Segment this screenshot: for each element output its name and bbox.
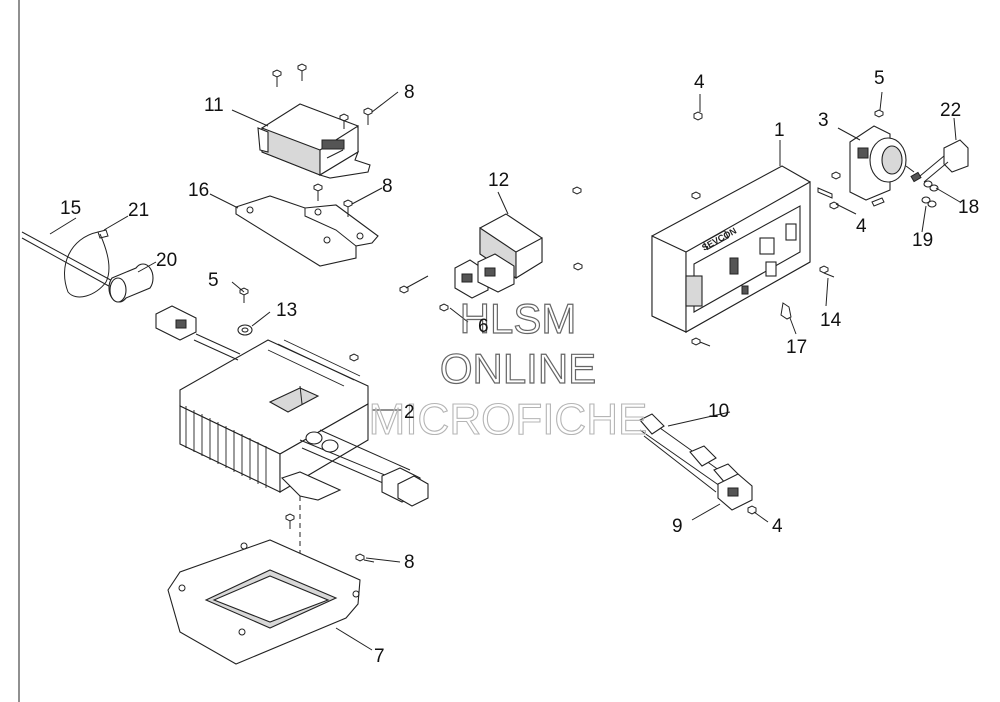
- callout-2: 2: [404, 402, 415, 423]
- callout-18: 18: [958, 197, 979, 218]
- part-20-ferrite: [108, 263, 154, 303]
- callout-4b: 4: [856, 216, 867, 237]
- charger-input-cable: [155, 305, 241, 361]
- callout-4c: 4: [772, 516, 783, 537]
- screw-8-lower: [355, 553, 375, 563]
- watermark-line3: MICROFICHE: [369, 395, 648, 444]
- charger-output-cables: [299, 429, 429, 507]
- callout-17: 17: [786, 337, 807, 358]
- callout-5a: 5: [874, 68, 885, 89]
- nut-4-lower: [747, 505, 757, 515]
- callout-20: 20: [156, 250, 177, 271]
- watermark: HLSM ONLINE MICROFICHE: [368, 294, 648, 444]
- callouts: 1 2 3 4 4 4 5 5 6 7 8 8 8 9 10 11 12 13 …: [60, 68, 979, 667]
- callout-6: 6: [478, 316, 489, 337]
- part-16-bracket: [235, 195, 379, 267]
- callout-8c: 8: [404, 552, 415, 573]
- screws-12: [399, 186, 583, 312]
- part-1-controller: SEVCON: [651, 165, 811, 333]
- callout-15: 15: [60, 198, 81, 219]
- part-15-cable: [21, 231, 119, 291]
- callout-1: 1: [774, 120, 785, 141]
- washers-18-19: [921, 180, 939, 208]
- part-7-base-plate: [167, 539, 361, 665]
- callout-12: 12: [488, 170, 509, 191]
- callout-14: 14: [820, 310, 842, 331]
- callout-3: 3: [818, 110, 829, 131]
- callout-8a: 8: [404, 82, 415, 103]
- watermark-line2: ONLINE: [440, 345, 596, 392]
- callout-11: 11: [204, 95, 224, 116]
- screws-11: [272, 63, 373, 129]
- screws-2: [285, 353, 359, 529]
- part-2-charger: [179, 339, 369, 501]
- screws-3: [817, 109, 885, 210]
- part-12-relay: [454, 213, 543, 299]
- callout-10: 10: [708, 401, 729, 422]
- callout-13: 13: [276, 300, 297, 321]
- part-3-contactor: [849, 125, 915, 201]
- part-22-connector: [910, 139, 969, 183]
- part-11-module: [257, 103, 371, 179]
- part-9-connector: [717, 473, 753, 511]
- callout-8b: 8: [382, 176, 393, 197]
- callout-4a: 4: [694, 72, 705, 93]
- screws-16: [313, 183, 353, 217]
- callout-9: 9: [672, 516, 683, 537]
- screws-1: [691, 111, 835, 347]
- part-21-cable-tie: [64, 229, 110, 298]
- callout-5b: 5: [208, 270, 219, 291]
- leader-lines: [49, 91, 961, 651]
- callout-22: 22: [940, 100, 961, 121]
- screw-5: [239, 287, 249, 303]
- callout-7: 7: [374, 646, 385, 667]
- callout-16: 16: [188, 180, 209, 201]
- callout-21: 21: [128, 200, 149, 221]
- washer-13: [237, 324, 253, 336]
- watermark-line1: HLSM: [460, 295, 577, 342]
- callout-19: 19: [912, 230, 933, 251]
